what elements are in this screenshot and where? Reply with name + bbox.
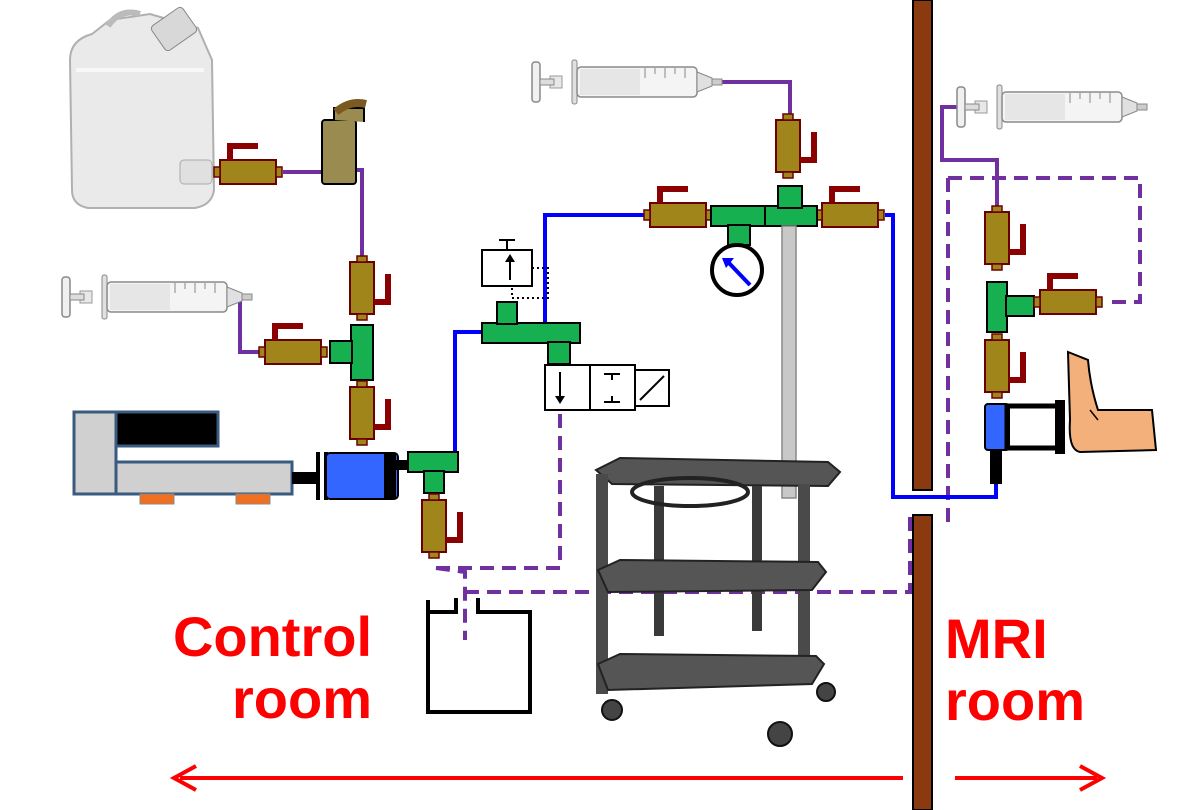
syringe-pump-icon (72, 410, 410, 505)
hand-piston-icon (984, 400, 1065, 484)
stopcock-valve-icon (350, 256, 388, 320)
stopcock-valve-icon (1034, 276, 1102, 314)
control-room-label-line1: Control (172, 605, 372, 668)
tee-connector-icon (329, 324, 374, 381)
mri-room-label-line2: room (945, 669, 1085, 732)
tee-connector-icon (407, 451, 459, 494)
filter-elbow-icon (321, 99, 367, 185)
wall-icon (912, 0, 933, 810)
control-room-label-line2: room (232, 667, 372, 730)
drain-container-icon (426, 598, 532, 714)
syringe-icon (61, 274, 253, 320)
solenoid-valve-icon (544, 364, 670, 411)
stopcock-valve-icon (816, 189, 884, 227)
blue-tubing (453, 213, 998, 499)
room-arrows (169, 764, 1107, 792)
stopcock-valve-icon (422, 494, 460, 558)
syringe-icon (956, 84, 1148, 130)
stopcock-valve-icon (985, 334, 1023, 398)
purple-drain-lines (435, 176, 1142, 640)
stopcock-valve-icon (214, 146, 282, 184)
check-valve-icon (481, 239, 549, 299)
control-room-label: Control room (150, 606, 372, 730)
stopcock-valve-icon (776, 114, 814, 178)
cart-icon (594, 456, 842, 747)
mri-room-label-line1: MRI (945, 607, 1048, 670)
stopcock-valve-icon (644, 189, 712, 227)
iv-pole-icon (781, 225, 797, 499)
tee-connector-icon (710, 185, 818, 246)
hand-icon (1066, 350, 1158, 454)
stopcock-valve-icon (350, 381, 388, 445)
pressure-gauge-icon (710, 243, 764, 297)
tee-connector-icon (986, 281, 1035, 333)
stopcock-valve-icon (985, 206, 1023, 270)
water-jug-icon (68, 6, 216, 209)
mri-room-label: MRI room (945, 608, 1117, 732)
stopcock-valve-icon (259, 326, 327, 364)
purple-tubing (238, 80, 999, 354)
syringe-icon (531, 59, 723, 105)
tee-connector-icon (481, 301, 581, 365)
